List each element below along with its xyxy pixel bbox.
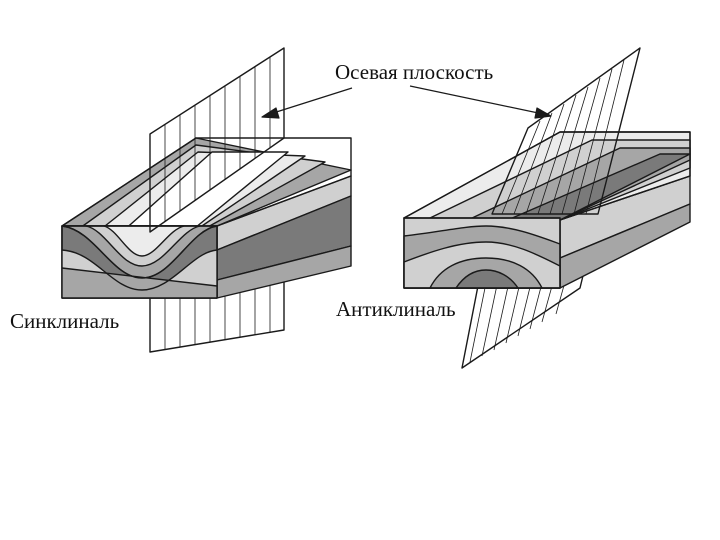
- anticline-block: [403, 47, 691, 369]
- arrowhead-left: [261, 107, 280, 119]
- syncline-label: Синклиналь: [10, 309, 120, 333]
- anticline-axial-plane-upper: [491, 47, 641, 215]
- syncline-block: [61, 47, 352, 353]
- anticline-label: Антиклиналь: [336, 297, 456, 321]
- anticline-front-face: [403, 217, 561, 289]
- pointer-line-right: [409, 85, 544, 115]
- syncline-axial-plane-upper: [149, 47, 285, 233]
- syncline-front-face: [61, 225, 218, 299]
- pointer-line-left: [269, 87, 353, 115]
- axial-plane-pointers: [261, 85, 552, 119]
- arrowhead-right: [534, 107, 552, 119]
- axial-plane-label: Осевая плоскость: [335, 60, 494, 84]
